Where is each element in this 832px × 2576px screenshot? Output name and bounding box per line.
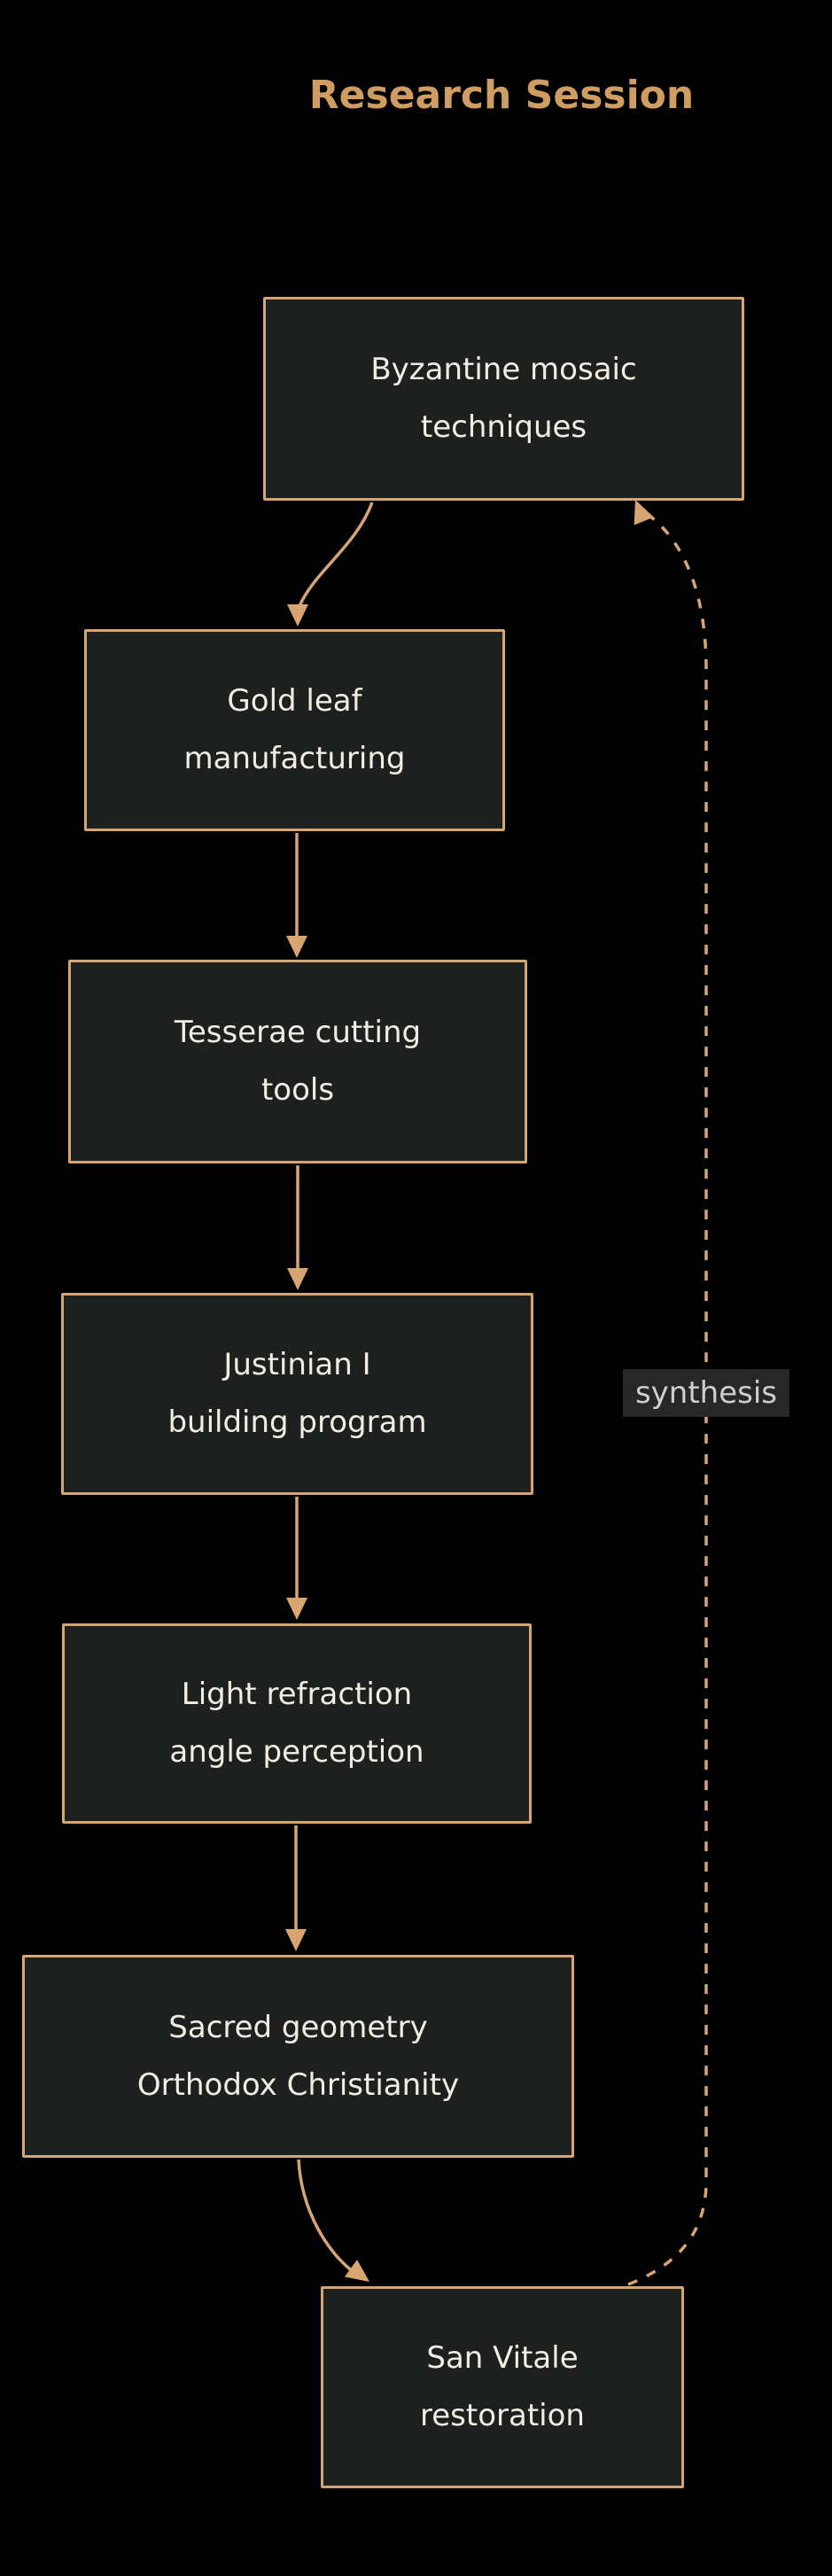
- node-label: Byzantine mosaic techniques: [370, 352, 637, 445]
- node-tesserae-cutting-tools: Tesserae cutting tools: [68, 960, 527, 1163]
- edge-byzantine-to-goldleaf: [287, 502, 374, 626]
- node-label: Justinian I building program: [167, 1347, 427, 1440]
- node-label: San Vitale restoration: [420, 2340, 585, 2433]
- arrowhead-icon: [634, 500, 654, 525]
- edge-light-to-sacred: [285, 1825, 307, 1951]
- edge-tesserae-to-justinian: [287, 1165, 308, 1290]
- arrowhead-icon: [287, 1268, 308, 1290]
- node-gold-leaf-manufacturing: Gold leaf manufacturing: [84, 629, 505, 831]
- edge-justinian-to-light: [286, 1497, 307, 1620]
- edge-label-synthesis: synthesis: [622, 1369, 790, 1417]
- arrowhead-icon: [344, 2260, 369, 2282]
- node-light-refraction-angle-perception: Light refraction angle perception: [62, 1623, 532, 1824]
- node-label: Light refraction angle perception: [169, 1677, 424, 1770]
- diagram-title: Research Session: [308, 73, 695, 118]
- node-justinian-building-program: Justinian I building program: [61, 1293, 533, 1495]
- arrowhead-icon: [286, 936, 307, 958]
- edge-sacred-to-sanvitale: [297, 2159, 369, 2282]
- arrowhead-icon: [285, 1929, 307, 1951]
- node-label: Tesserae cutting tools: [174, 1015, 422, 1108]
- arrowhead-icon: [286, 1598, 307, 1620]
- edge-synthesis-sanvitale-to-byzantine: [627, 500, 708, 2286]
- edge-goldleaf-to-tesserae: [286, 833, 307, 958]
- arrowhead-icon: [287, 604, 308, 626]
- node-label: Gold leaf manufacturing: [183, 683, 406, 776]
- node-label: Sacred geometry Orthodox Christianity: [136, 2009, 460, 2103]
- node-byzantine-mosaic-techniques: Byzantine mosaic techniques: [263, 297, 744, 501]
- node-sacred-geometry-orthodox-christianity: Sacred geometry Orthodox Christianity: [22, 1955, 574, 2158]
- node-san-vitale-restoration: San Vitale restoration: [321, 2286, 684, 2488]
